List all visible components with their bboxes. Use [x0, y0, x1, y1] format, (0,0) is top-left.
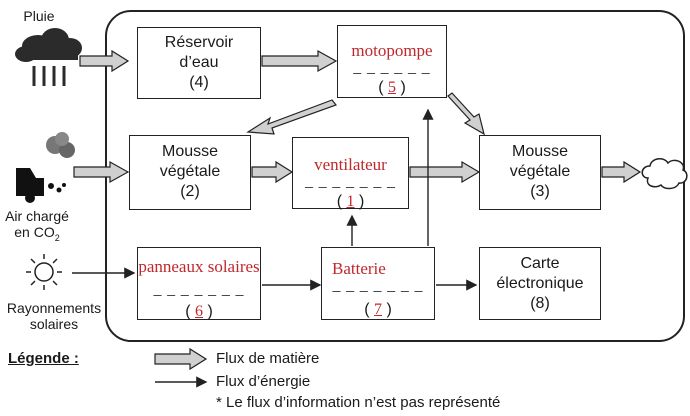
- batterie-box: Batterie _ _ _ _ _ _ _ ( 7 ): [321, 247, 435, 320]
- solar-panels-box: panneaux solaires _ _ _ _ _ _ _ ( 6 ): [137, 247, 261, 320]
- air-label: Air chargé en CO2: [5, 208, 69, 243]
- solar-radiation-label: Rayonnements solaires: [6, 300, 102, 332]
- rain-label: Pluie: [23, 8, 55, 24]
- vegetal-foam-3-box: Mousse végétale (3): [479, 135, 601, 210]
- water-reservoir-box: Réservoir d’eau (4): [137, 27, 261, 99]
- legend-energy-label: Flux d’énergie: [216, 373, 311, 390]
- polluting-car-icon: [16, 132, 75, 203]
- sun-icon: [26, 254, 62, 290]
- output-cloud-icon: [641, 158, 688, 190]
- legend-matter-label: Flux de matière: [216, 350, 320, 367]
- vegetal-foam-2-box: Mousse végétale (2): [129, 135, 251, 210]
- motopompe-box: motopompe _ _ _ _ _ _ ( 5 ): [337, 25, 447, 98]
- electronic-board-box: Carte électronique (8): [479, 247, 601, 320]
- ventilateur-box: ventilateur _ _ _ _ _ _ _ ( 1 ): [292, 137, 409, 210]
- legend-matter-arrow: [154, 347, 208, 371]
- legend-note: * Le flux d’information n’est pas représ…: [216, 394, 501, 411]
- rain-cloud-icon: [15, 28, 82, 86]
- energy-flows: [72, 108, 478, 291]
- matter-flows: [73, 49, 642, 184]
- legend-title: Légende :: [8, 350, 79, 367]
